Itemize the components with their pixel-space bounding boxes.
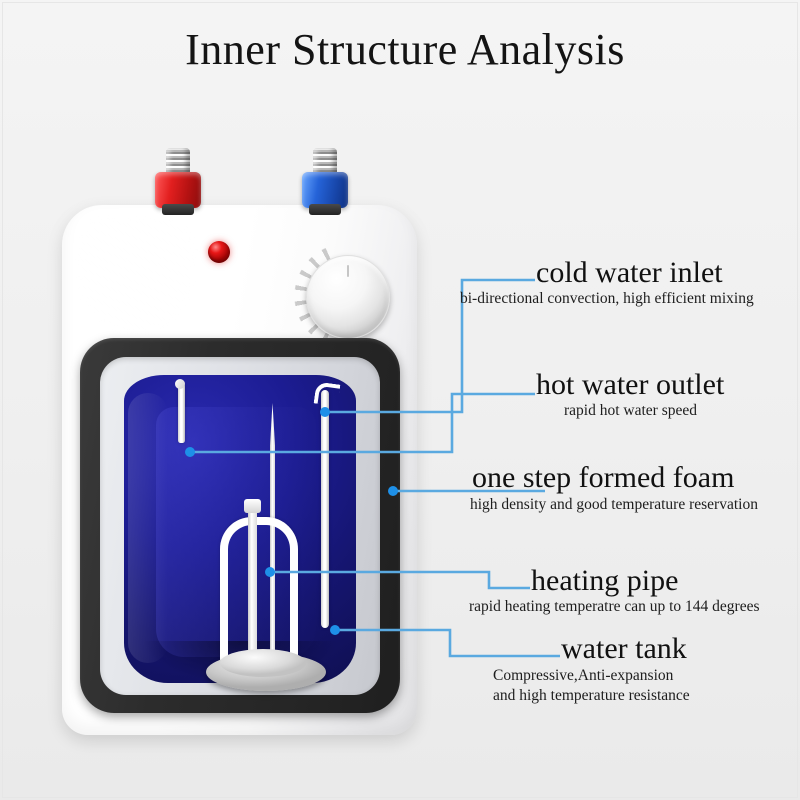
power-indicator-led [208,241,230,263]
callout-water-tank: water tank Compressive,Anti-expansion an… [493,632,690,706]
heating-pipe-stem-cap [244,499,261,513]
shell-highlight [76,215,196,335]
callout-subtext: rapid heating temperatre can up to 144 d… [469,597,760,615]
callout-cold-water-inlet: cold water inlet bi-directional convecti… [460,256,754,308]
callout-subtext: high density and good temperature reserv… [470,495,758,513]
callout-subtext-line1: Compressive,Anti-expansion [493,666,674,684]
callout-heading: one step formed foam [472,461,735,494]
callout-heading: hot water outlet [536,368,725,401]
callout-subtext: rapid hot water speed [564,401,697,419]
heating-element-base-plate-inner [220,649,306,677]
callout-subtext-line2: and high temperature resistance [493,687,690,705]
heating-pipe-stem [248,505,257,677]
water-heater-illustration [62,205,417,735]
tank-sheen [128,393,168,663]
inlet-dip-tube [321,390,329,628]
callout-heading: cold water inlet [536,256,723,289]
callout-heating-pipe: heating pipe rapid heating temperatre ca… [469,564,760,616]
outlet-hex-nut [302,172,348,208]
outlet-collar [309,204,341,215]
callout-heading: water tank [561,632,687,665]
hot-water-outlet-port [302,148,348,218]
outlet-tube [175,379,185,443]
callout-hot-water-outlet: hot water outlet rapid hot water speed [536,369,724,420]
callout-one-step-formed-foam: one step formed foam high density and go… [470,461,758,514]
inlet-hex-nut [155,172,201,208]
inlet-collar [162,204,194,215]
outlet-thread [313,148,337,176]
callout-heading: heating pipe [531,564,679,597]
inlet-thread [166,148,190,176]
cold-water-inlet-port [155,148,201,218]
temperature-control-knob[interactable] [294,243,400,349]
page-title: Inner Structure Analysis [185,25,625,74]
heating-pipe [220,517,298,675]
knob-dial[interactable] [306,255,390,339]
callout-subtext: bi-directional convection, high efficien… [460,289,754,307]
